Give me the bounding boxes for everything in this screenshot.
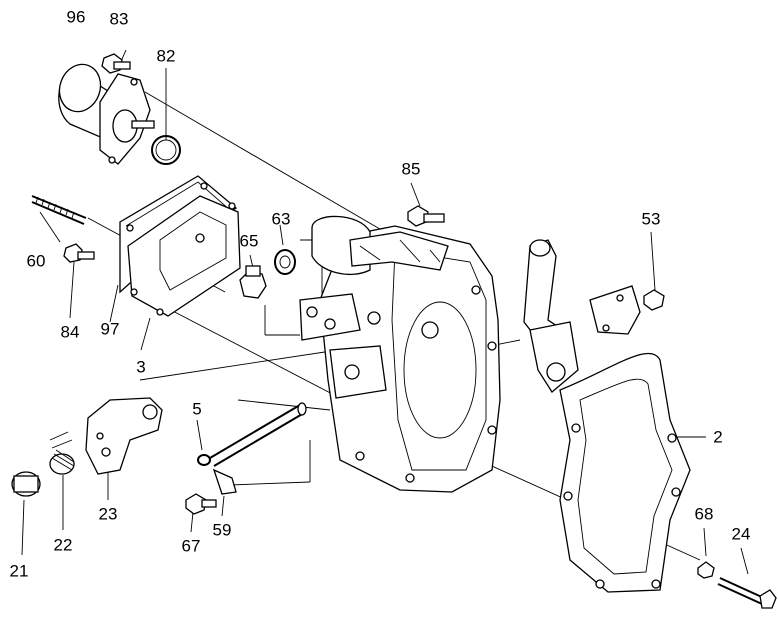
part-label-65: 65 — [240, 231, 259, 250]
washer-63 — [274, 249, 296, 275]
part-label-67: 67 — [182, 536, 201, 555]
part-label-21: 21 — [10, 561, 29, 580]
part-label-82: 82 — [157, 46, 176, 65]
solenoid-96 — [58, 63, 155, 165]
nut-68 — [697, 561, 715, 579]
o-ring-82 — [151, 135, 181, 165]
part-label-83: 83 — [110, 9, 129, 28]
part-label-59: 59 — [213, 520, 232, 539]
shaft-59 — [209, 402, 307, 495]
part-label-63: 63 — [272, 209, 291, 228]
part-label-97: 97 — [101, 319, 120, 338]
part-label-24: 24 — [732, 524, 751, 543]
bolt-24 — [717, 577, 777, 609]
bolt-85 — [407, 205, 445, 227]
bolt-83 — [101, 53, 131, 74]
part-label-23: 23 — [99, 504, 118, 523]
stud-60 — [31, 195, 87, 225]
part-label-5: 5 — [192, 399, 201, 418]
part-label-84: 84 — [61, 322, 80, 341]
part-label-2: 2 — [713, 427, 722, 446]
part-label-96: 96 — [67, 7, 86, 26]
part-label-85: 85 — [402, 159, 421, 178]
part-label-22: 22 — [54, 535, 73, 554]
part-label-60: 60 — [27, 251, 46, 270]
bolt-53 — [643, 289, 665, 311]
plug-65 — [239, 265, 267, 299]
plug-21 — [11, 471, 41, 497]
cover-gasket-97 — [119, 175, 241, 317]
spring-22 — [49, 431, 75, 475]
bracket-23 — [85, 397, 163, 475]
bolt-84 — [63, 243, 95, 263]
ring-5 — [197, 454, 211, 466]
part-label-53: 53 — [642, 209, 661, 228]
bolt-67 — [185, 493, 217, 515]
part-label-68: 68 — [695, 504, 714, 523]
gasket-2 — [559, 352, 691, 593]
part-labels: 96 83 82 85 53 60 63 65 84 97 3 5 2 23 2… — [10, 7, 751, 580]
part-label-3: 3 — [136, 357, 145, 376]
lever-assembly — [523, 239, 641, 393]
housing — [299, 215, 501, 493]
